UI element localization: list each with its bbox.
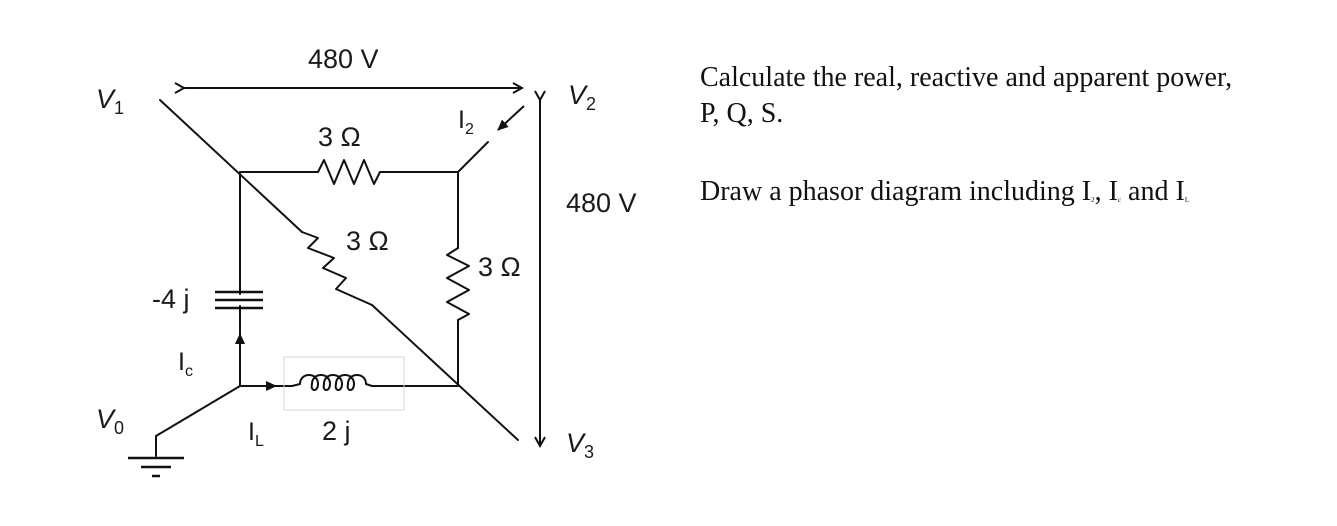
node-v3-label: V3 (566, 428, 594, 462)
top-resistor-label: 3 Ω (318, 122, 361, 152)
inductor-label: 2 j (322, 416, 351, 446)
top-resistor (317, 159, 381, 185)
diagonal-wire-lower (371, 304, 519, 441)
ic-label: Ic (178, 348, 193, 380)
v2-branch-wire (457, 141, 489, 173)
i2-label: I2 (458, 106, 474, 138)
node-v2-label: V2 (568, 80, 596, 114)
right-voltage-label: 480 V (566, 188, 637, 218)
node-v0-label: V0 (96, 404, 124, 438)
diagonal-resistor (301, 231, 373, 306)
diagonal-resistor-label: 3 Ω (346, 226, 389, 256)
question-panel: Calculate the real, reactive and apparen… (700, 60, 1320, 218)
capacitor-label: -4 j (152, 284, 190, 314)
top-voltage-label: 480 V (308, 44, 379, 74)
inductor-coil (291, 374, 373, 391)
node-v1-label: V1 (96, 84, 124, 118)
inductor-box (283, 356, 405, 411)
ground-icon (128, 456, 184, 478)
diagonal-wire-upper (159, 99, 303, 233)
v0-branch-wire (155, 385, 241, 437)
right-resistor (446, 247, 470, 321)
question-power: Calculate the real, reactive and apparen… (700, 62, 1233, 129)
circuit-diagram: 480 V 480 V V1 V2 V3 V0 3 Ω 3 Ω 3 Ω -4 j… (96, 44, 637, 478)
i2-arrow (497, 105, 525, 131)
right-resistor-label: 3 Ω (478, 252, 521, 282)
question-phasor: Draw a phasor diagram including I2, Ic a… (700, 176, 1190, 207)
il-label: IL (248, 418, 264, 450)
